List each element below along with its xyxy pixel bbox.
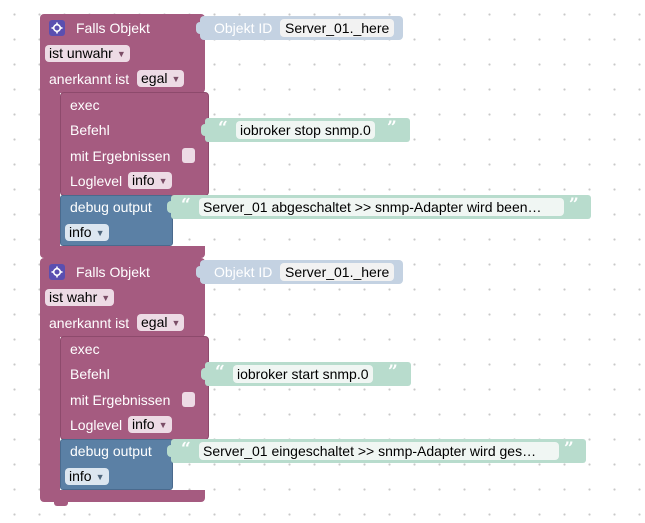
trigger-block-1-spine xyxy=(40,80,60,250)
gear-icon[interactable] xyxy=(49,264,65,280)
loglevel-value: info xyxy=(132,416,155,432)
chevron-down-icon: ▼ xyxy=(95,228,105,238)
quote-close-icon: ” xyxy=(387,118,397,138)
command-field[interactable]: iobroker start snmp.0 xyxy=(233,365,373,383)
gear-icon[interactable] xyxy=(49,20,65,36)
condition-dropdown[interactable]: ist unwahr▼ xyxy=(45,45,130,62)
quote-close-icon: ” xyxy=(564,439,574,459)
exec-block[interactable] xyxy=(60,92,209,196)
command-label: Befehl xyxy=(70,122,110,138)
object-id-field[interactable]: Server_01._here xyxy=(280,263,395,281)
with-results-label: mit Ergebnissen xyxy=(70,148,171,164)
condition-value: ist wahr xyxy=(49,289,98,305)
condition-dropdown[interactable]: ist wahr▼ xyxy=(45,289,115,306)
ack-value: egal xyxy=(141,314,168,330)
debug-output-label: debug output xyxy=(70,199,152,215)
exec-title: exec xyxy=(70,341,100,357)
command-label: Befehl xyxy=(70,366,110,382)
debug-level-value: info xyxy=(69,224,92,240)
object-id-field[interactable]: Server_01._here xyxy=(280,19,395,37)
loglevel-dropdown[interactable]: info▼ xyxy=(128,416,172,433)
object-id-connector xyxy=(196,22,204,34)
text-connector xyxy=(201,368,209,380)
debug-text-field[interactable]: Server_01 abgeschaltet >> snmp-Adapter w… xyxy=(199,198,564,216)
loglevel-label: Loglevel xyxy=(70,173,123,189)
chevron-down-icon: ▼ xyxy=(116,49,126,59)
ack-label: anerkannt ist xyxy=(49,315,130,331)
object-id-label: Objekt ID xyxy=(214,20,273,36)
text-connector xyxy=(167,201,175,213)
quote-open-icon: “ xyxy=(181,439,191,459)
command-field[interactable]: iobroker stop snmp.0 xyxy=(236,121,375,139)
trigger-block-1-footer xyxy=(40,246,205,258)
with-results-label: mit Ergebnissen xyxy=(70,392,171,408)
loglevel-label: Loglevel xyxy=(70,417,123,433)
chevron-down-icon: ▼ xyxy=(171,74,181,84)
chevron-down-icon: ▼ xyxy=(158,176,168,186)
debug-level-value: info xyxy=(69,468,92,484)
exec-title: exec xyxy=(70,97,100,113)
trigger-label: Falls Objekt xyxy=(76,20,150,36)
text-connector xyxy=(167,445,175,457)
trigger-label: Falls Objekt xyxy=(76,264,150,280)
loglevel-value: info xyxy=(132,172,155,188)
debug-level-dropdown[interactable]: info▼ xyxy=(65,468,109,485)
trigger-block-2-footer xyxy=(40,490,205,502)
ack-dropdown[interactable]: egal▼ xyxy=(137,70,185,87)
quote-close-icon: ” xyxy=(569,195,579,215)
debug-text-field[interactable]: Server_01 eingeschaltet >> snmp-Adapter … xyxy=(199,442,559,460)
debug-level-dropdown[interactable]: info▼ xyxy=(65,224,109,241)
quote-open-icon: “ xyxy=(215,362,225,382)
object-id-connector xyxy=(196,266,204,278)
ack-label: anerkannt ist xyxy=(49,71,130,87)
trigger-block-2-spine xyxy=(40,324,60,494)
with-results-checkbox[interactable] xyxy=(182,392,195,407)
with-results-checkbox[interactable] xyxy=(182,148,195,163)
debug-output-label: debug output xyxy=(70,443,152,459)
loglevel-dropdown[interactable]: info▼ xyxy=(128,172,172,189)
ack-value: egal xyxy=(141,70,168,86)
ack-dropdown[interactable]: egal▼ xyxy=(137,314,185,331)
text-connector xyxy=(201,124,209,136)
chevron-down-icon: ▼ xyxy=(101,293,111,303)
chevron-down-icon: ▼ xyxy=(158,420,168,430)
condition-value: ist unwahr xyxy=(49,45,113,61)
block-notch xyxy=(54,500,68,506)
quote-close-icon: ” xyxy=(388,362,398,382)
quote-open-icon: “ xyxy=(181,195,191,215)
chevron-down-icon: ▼ xyxy=(171,318,181,328)
chevron-down-icon: ▼ xyxy=(95,472,105,482)
object-id-label: Objekt ID xyxy=(214,264,273,280)
quote-open-icon: “ xyxy=(218,118,228,138)
